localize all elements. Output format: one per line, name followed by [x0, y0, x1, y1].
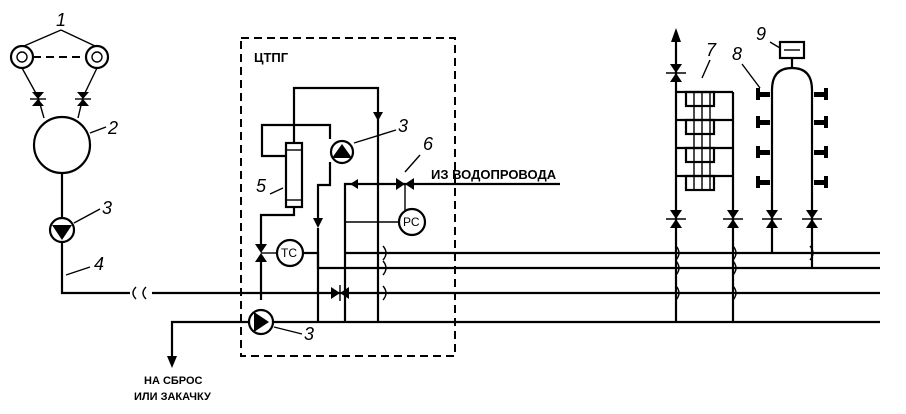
valve-heater-outlet	[255, 244, 276, 262]
valve-radiator-right-bottom	[723, 210, 743, 228]
station-boundary	[240, 37, 456, 357]
pipe-water-supply	[343, 182, 560, 322]
callout-8: 8	[732, 44, 742, 64]
separator-vessel	[32, 115, 92, 175]
storage-vessel	[770, 66, 814, 210]
callout-7: 7	[706, 40, 717, 60]
callout-1: 1	[56, 10, 66, 30]
radiator-stack	[676, 90, 733, 192]
leader-1a	[23, 29, 62, 47]
pipe-discharge	[170, 320, 249, 362]
pump-discharge	[247, 308, 275, 336]
valve-vessel-left	[762, 210, 782, 228]
pipe-transport-line	[60, 242, 130, 295]
pipe-break-mark	[132, 286, 147, 300]
valve-water-supply	[396, 178, 414, 210]
valve-left-wellhead	[30, 92, 46, 106]
valve-riser-top	[666, 64, 686, 82]
wellhead-right	[84, 44, 110, 70]
callout-3-station: 3	[398, 116, 408, 136]
discharge-label-line2: ИЛИ ЗАКАЧКУ	[134, 391, 211, 403]
gauge	[778, 40, 806, 68]
callout-6: 6	[423, 134, 434, 154]
valve-right-wellhead	[75, 92, 91, 106]
pump-circulation	[329, 139, 355, 165]
callout-5: 5	[256, 176, 267, 196]
callout-3-discharge: 3	[304, 324, 314, 344]
pipe-heater-top-loop	[292, 86, 380, 322]
callout-9: 9	[756, 24, 766, 44]
water-supply-label: ИЗ ВОДОПРОВОДА	[431, 167, 557, 182]
wellhead-left	[9, 44, 35, 70]
heater-exchanger	[284, 141, 304, 209]
temperature-controller-label: ТС	[281, 246, 297, 260]
station-label: ЦТПГ	[254, 50, 289, 65]
pipe-heater-bottom	[259, 207, 296, 250]
valve-vessel-right	[802, 210, 822, 228]
valve-radiator-left-bottom	[666, 210, 686, 228]
callout-4: 4	[94, 254, 104, 274]
pipe-heater-left-loop	[260, 123, 332, 158]
valve-transport-line	[331, 285, 349, 301]
leader-1b	[60, 29, 96, 47]
discharge-label-line1: НА СБРОС	[144, 375, 203, 387]
callout-3-well: 3	[102, 198, 112, 218]
pressure-controller-label: РС	[403, 215, 420, 229]
pump-well	[48, 216, 76, 244]
callout-2: 2	[107, 118, 118, 138]
taps	[756, 88, 828, 188]
